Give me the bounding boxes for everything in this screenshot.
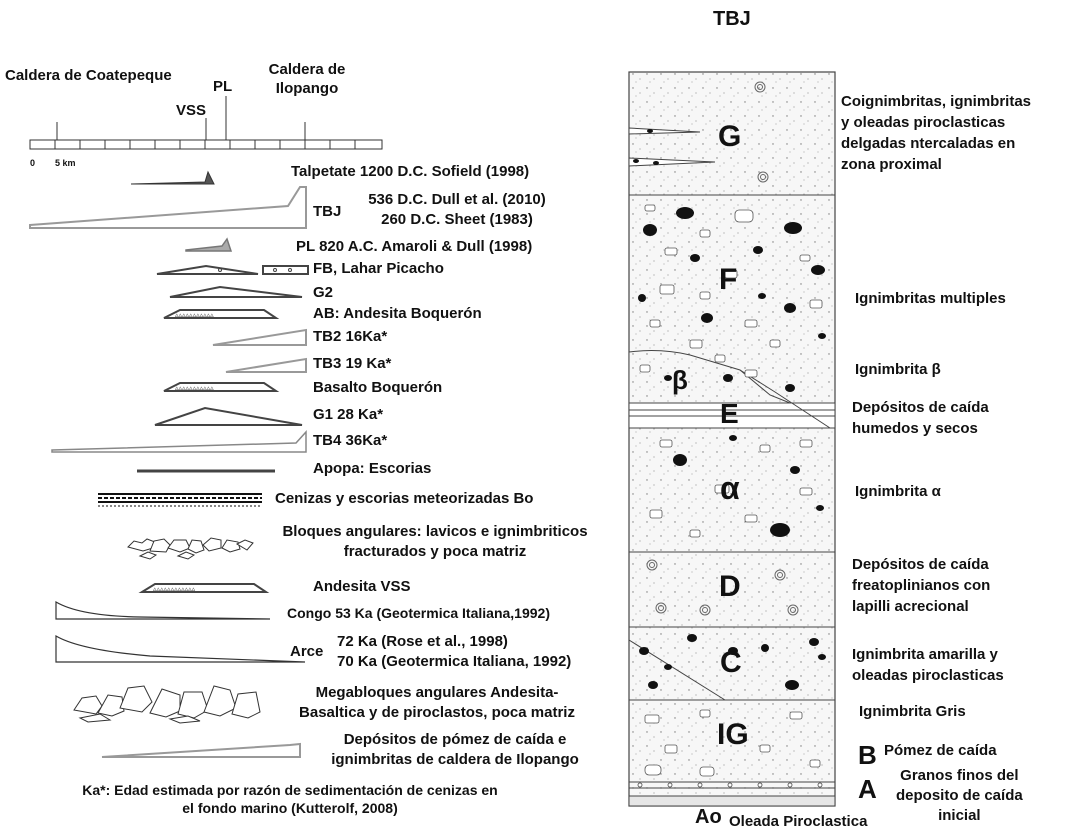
unit-letter-f: F — [719, 263, 738, 296]
unit-letter-g: G — [718, 120, 742, 153]
unit-letter-d: D — [719, 570, 741, 603]
tbj-wedge — [29, 186, 307, 229]
footnote-line1: Ka*: Edad estimada por razón de sediment… — [82, 782, 498, 798]
cenizas-shape — [98, 493, 262, 507]
label-fb: FB, Lahar Picacho — [313, 260, 444, 277]
label-tb2: TB2 16Ka* — [313, 328, 388, 345]
label-tb4: TB4 36Ka* — [313, 432, 388, 449]
label-tbj-line2: 260 D.C. Sheet (1983) — [381, 211, 533, 228]
basalto-boqueron-shape: ▵▵▵▵▵▵▵▵▵▵▵ — [163, 382, 280, 392]
label-bloques-line2: fracturados y poca matriz — [343, 543, 527, 560]
pl-label: PL — [213, 78, 233, 95]
label-ab: AB: Andesita Boquerón — [313, 305, 482, 322]
g1-shape — [154, 406, 303, 426]
desc-ao: Oleada Piroclastica — [729, 813, 868, 830]
label-tb3: TB3 19 Ka* — [313, 355, 392, 372]
desc-b: Pómez de caída — [884, 742, 997, 759]
label-tbj-prefix: TBJ — [313, 203, 342, 220]
label-arce-prefix: Arce — [290, 643, 324, 660]
ab-shape: ▵▵▵▵▵▵▵▵▵▵▵ — [163, 309, 280, 319]
label-tbj-line1: 536 D.C. Dull et al. (2010) — [368, 191, 546, 208]
unit-letter-a: A — [858, 774, 877, 804]
label-megabloques-line2: Basaltica y de piroclastos, poca matriz — [299, 704, 575, 721]
unit-letter-ig: IG — [717, 718, 749, 751]
desc-alpha: Ignimbrita α — [855, 483, 941, 500]
megabloques-shape — [73, 685, 261, 724]
unit-letter-e: E — [720, 398, 739, 429]
label-andesita-vss: Andesita VSS — [313, 578, 411, 595]
footnote-line2: el fondo marino (Kutterolf, 2008) — [182, 800, 398, 816]
unit-letter-alpha: α — [720, 470, 740, 506]
label-pomez-line1: Depósitos de pómez de caída e — [343, 731, 567, 748]
column-title: TBJ — [713, 8, 751, 30]
unit-letter-b: B — [858, 740, 877, 770]
label-congo: Congo 53 Ka (Geotermica Italiana,1992) — [287, 605, 550, 621]
unit-letter-beta: β — [672, 365, 688, 395]
svg-text:▵▵▵▵▵▵▵▵▵▵▵▵: ▵▵▵▵▵▵▵▵▵▵▵▵ — [153, 585, 196, 593]
label-megabloques-line1: Megabloques angulares Andesita- — [315, 684, 559, 701]
unit-letter-c: C — [720, 646, 742, 679]
desc-beta: Ignimbrita β — [855, 361, 941, 378]
label-talpetate: Talpetate 1200 D.C. Sofield (1998) — [291, 163, 530, 180]
bloques-shape — [127, 537, 254, 560]
g2-shape — [169, 285, 303, 298]
arce-shape — [55, 634, 306, 663]
talpetate-shape — [130, 170, 215, 185]
distance-scale-bar — [29, 96, 383, 150]
label-pl: PL 820 A.C. Amaroli & Dull (1998) — [296, 238, 533, 255]
desc-ig: Ignimbrita Gris — [859, 703, 966, 720]
label-apopa: Apopa: Escorias — [313, 460, 432, 477]
scale-zero: 0 — [30, 158, 36, 168]
pomez-wedge — [101, 742, 301, 758]
vss-label: VSS — [176, 102, 207, 119]
pl-shape — [185, 237, 233, 252]
andesita-vss-shape: ▵▵▵▵▵▵▵▵▵▵▵▵ — [138, 583, 270, 593]
congo-shape — [55, 600, 271, 620]
tb2-shape — [212, 328, 307, 346]
label-cenizas: Cenizas y escorias meteorizadas Bo — [275, 490, 534, 507]
label-bloques-line1: Bloques angulares: lavicos e ignimbritic… — [282, 523, 588, 540]
fb-shape — [156, 264, 309, 275]
tb4-wedge — [51, 430, 307, 453]
label-g2: G2 — [313, 284, 334, 301]
label-basalto: Basalto Boquerón — [313, 379, 443, 396]
label-g1: G1 28 Ka* — [313, 406, 384, 423]
scale-5km: 5 km — [55, 158, 76, 168]
coatepeque-label: Caldera de Coatepeque — [5, 67, 172, 84]
desc-f: Ignimbritas multiples — [855, 290, 1006, 307]
label-pomez-line2: ignimbritas de caldera de Ilopango — [331, 751, 579, 768]
svg-text:▵▵▵▵▵▵▵▵▵▵▵: ▵▵▵▵▵▵▵▵▵▵▵ — [175, 311, 214, 319]
svg-text:▵▵▵▵▵▵▵▵▵▵▵: ▵▵▵▵▵▵▵▵▵▵▵ — [175, 384, 214, 392]
label-arce-line2: 70 Ka (Geotermica Italiana, 1992) — [337, 653, 572, 670]
tb3-shape — [225, 357, 307, 373]
unit-letter-ao: Ao — [695, 806, 722, 828]
label-arce-line1: 72 Ka (Rose et al., 1998) — [337, 633, 508, 650]
ilopango-label: Caldera de Ilopango — [268, 61, 346, 97]
